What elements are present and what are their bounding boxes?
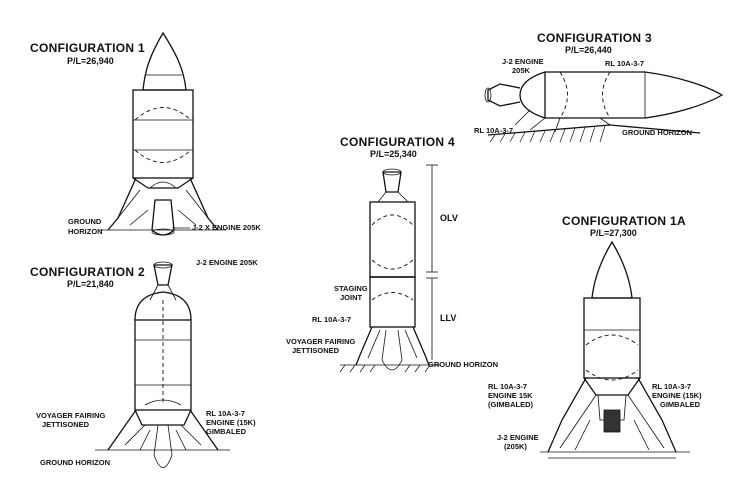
configuration-1-payload: P/L=26,940	[67, 56, 114, 66]
c4-rl10-label: RL 10A-3-7	[312, 315, 352, 324]
configuration-3-payload: P/L=26,440	[565, 45, 612, 55]
c1a-j2-engine-line2: (205K)	[504, 442, 527, 451]
rl10-2-line1: RL 10A-3-7	[206, 409, 246, 418]
ground-horizon-1-line2: HORIZON	[68, 227, 103, 236]
configuration-1a-title: CONFIGURATION 1A	[562, 214, 686, 228]
c1a-j2-engine-line1: J-2 ENGINE	[497, 433, 539, 442]
olv-label: OLV	[440, 213, 458, 223]
rl10-2-line2: ENGINE (15K)	[206, 418, 256, 427]
ground-horizon-1-line1: GROUND	[68, 217, 102, 226]
configuration-3-title: CONFIGURATION 3	[537, 31, 652, 45]
c1a-rl10-right-line1: RL 10A-3-7	[652, 382, 692, 391]
rl10-2-line3: GIMBALED	[206, 427, 246, 436]
c3-rl10-bottom-label: RL 10A-3-7	[474, 126, 514, 135]
ground-horizon-2-label: GROUND HORIZON	[40, 458, 110, 467]
configuration-1-title: CONFIGURATION 1	[30, 41, 145, 55]
c1a-rl10-left-line1: RL 10A-3-7	[488, 382, 528, 391]
j2-engine-205k-label: J-2 ENGINE 205K	[196, 258, 258, 267]
c1a-rl10-left-line3: (GIMBALED)	[488, 400, 533, 409]
staging-joint-line2: JOINT	[340, 293, 363, 302]
configuration-4-title: CONFIGURATION 4	[340, 135, 455, 149]
c3-j2-engine-line1: J-2 ENGINE	[502, 57, 544, 66]
staging-joint-line1: STAGING	[334, 284, 368, 293]
configuration-1a-payload: P/L=27,300	[590, 228, 637, 238]
c3-j2-engine-line2: 205K	[512, 66, 530, 75]
configuration-2-payload: P/L=21,840	[67, 279, 114, 289]
configuration-2-vehicle	[95, 261, 230, 468]
voyager-fairing-2-line2: JETTISONED	[42, 420, 90, 429]
voyager-fairing-2-line1: VOYAGER FAIRING	[36, 411, 106, 420]
llv-label: LLV	[440, 313, 457, 323]
j2x-engine-label: J-2 X ENGINE 205K	[192, 223, 261, 232]
c1a-rl10-left-line2: ENGINE 15K	[488, 391, 533, 400]
c1a-rl10-right-line2: ENGINE (15K)	[652, 391, 702, 400]
configuration-1a-vehicle	[540, 240, 690, 459]
c4-voyager-fairing-line1: VOYAGER FAIRING	[286, 337, 356, 346]
configuration-1-vehicle	[100, 31, 226, 236]
c3-ground-horizon-label: GROUND HORIZON	[622, 128, 692, 137]
c3-rl10-top-label: RL 10A-3-7	[605, 59, 645, 68]
configuration-4-payload: P/L=25,340	[370, 149, 417, 159]
c1a-rl10-right-line3: GIMBALED	[660, 400, 700, 409]
c4-ground-horizon-label: GROUND HORIZON	[428, 360, 498, 369]
configuration-2-title: CONFIGURATION 2	[30, 265, 145, 279]
configuration-4-vehicle	[339, 164, 440, 373]
configuration-3-vehicle	[484, 71, 724, 143]
c4-voyager-fairing-line2: JETTISONED	[292, 346, 340, 355]
